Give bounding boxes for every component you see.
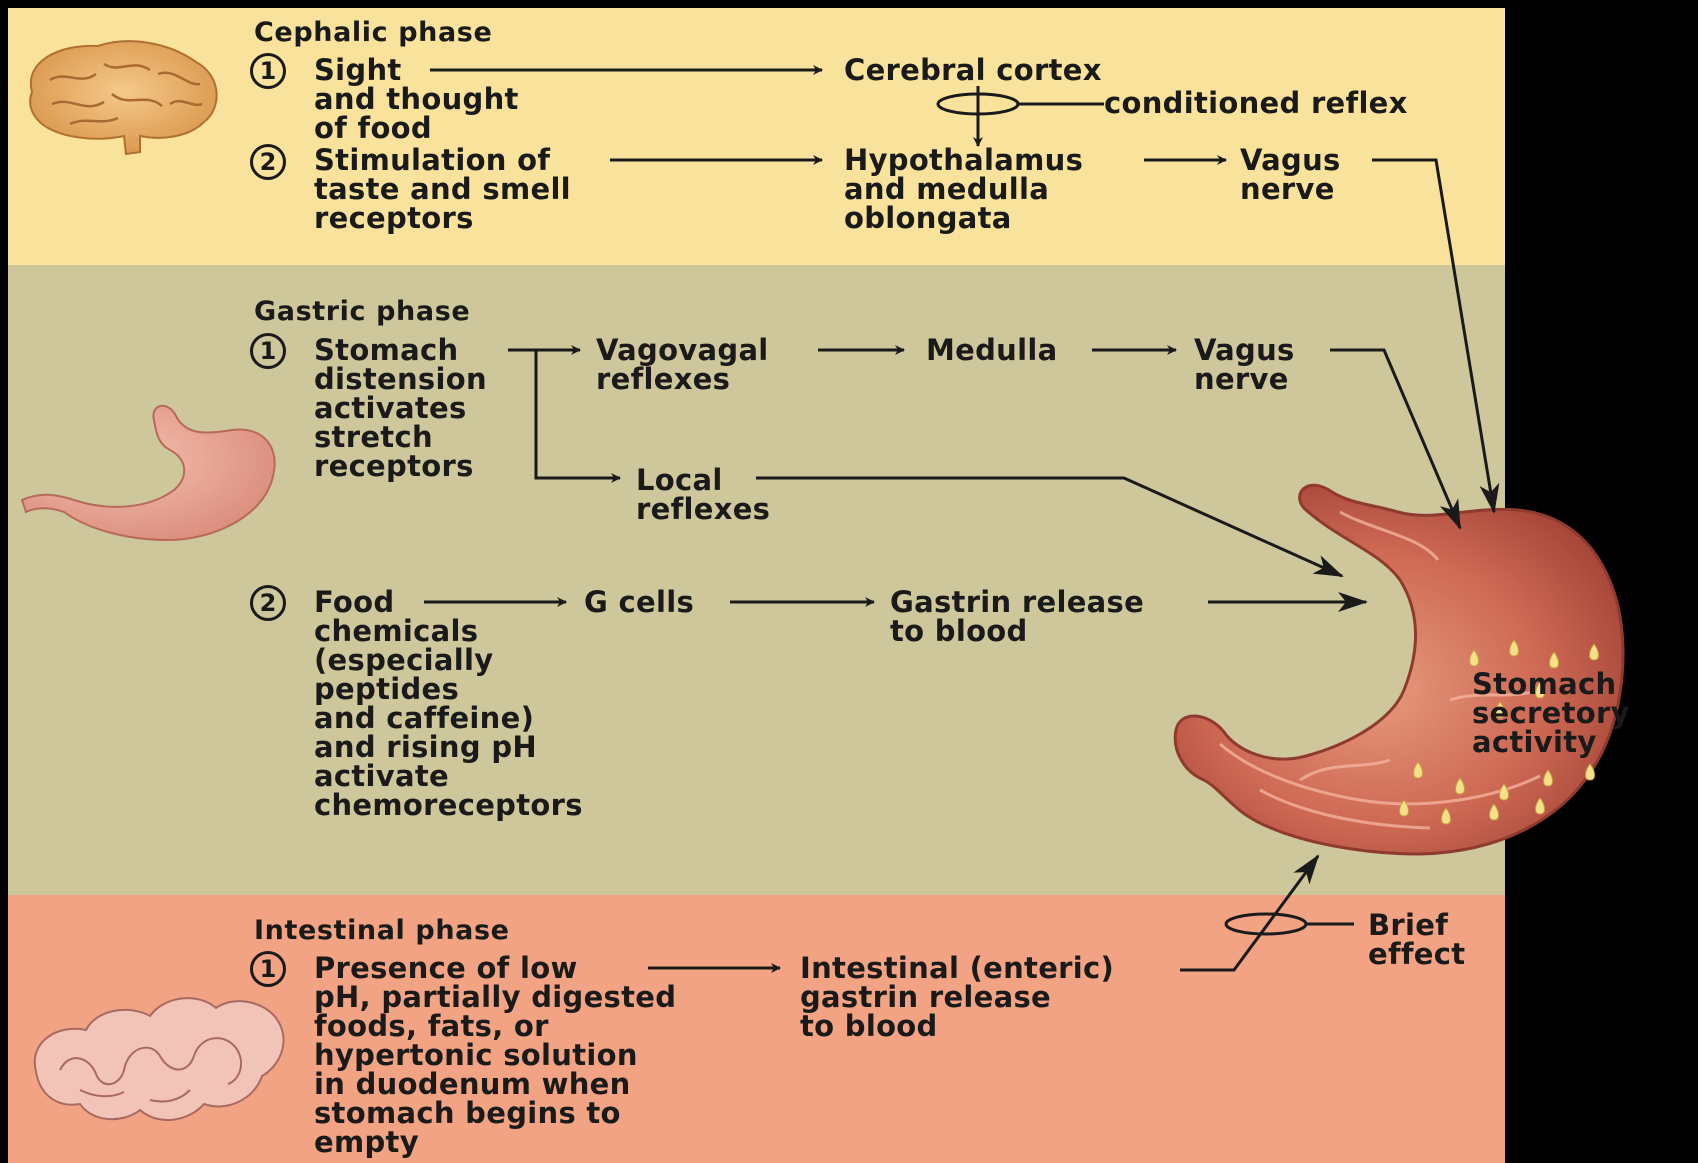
local-line-1: Local — [636, 466, 723, 495]
arrow-vagus-to-stomach — [1372, 160, 1494, 512]
gastric-vagus-line-1: Vagus — [1194, 336, 1295, 365]
taste-line-2: taste and smell — [314, 175, 571, 204]
presence-line-6: stomach begins to — [314, 1099, 621, 1128]
sight-line-1: Sight — [314, 56, 402, 85]
enteric-line-3: to blood — [800, 1012, 938, 1041]
food-line-3: (especially — [314, 646, 493, 675]
food-line-7: activate — [314, 762, 449, 791]
distension-line-5: receptors — [314, 452, 474, 481]
presence-line-7: empty — [314, 1128, 419, 1157]
step-number-cephalic-2: 2 — [250, 144, 286, 180]
step-number-gastric-2: 2 — [250, 585, 286, 621]
food-line-1: Food — [314, 588, 394, 617]
hypothalamus-line-3: oblongata — [844, 204, 1012, 233]
vagovagal-line-2: reflexes — [596, 365, 730, 394]
distension-line-1: Stomach — [314, 336, 458, 365]
gastric-vagus-line-2: nerve — [1194, 365, 1289, 394]
distension-line-2: distension — [314, 365, 487, 394]
presence-line-5: in duodenum when — [314, 1070, 631, 1099]
cephalic-arrows — [430, 70, 1494, 512]
cephalic-vagus-line-1: Vagus — [1240, 146, 1341, 175]
brief-effect-line-2: effect — [1368, 940, 1465, 969]
food-line-2: chemicals — [314, 617, 478, 646]
enteric-line-1: Intestinal (enteric) — [800, 954, 1114, 983]
medulla-label: Medulla — [926, 336, 1057, 365]
conditioned-reflex-label: conditioned reflex — [1104, 89, 1408, 118]
arrow-enteric-to-stomach — [1180, 856, 1318, 970]
presence-line-1: Presence of low — [314, 954, 578, 983]
hypothalamus-line-2: and medulla — [844, 175, 1049, 204]
gastrin-line-1: Gastrin release — [890, 588, 1144, 617]
local-line-2: reflexes — [636, 495, 770, 524]
cephalic-vagus-line-2: nerve — [1240, 175, 1335, 204]
enteric-line-2: gastrin release — [800, 983, 1051, 1012]
taste-line-1: Stimulation of — [314, 146, 550, 175]
intestine-illustration — [35, 998, 284, 1120]
distension-line-3: activates — [314, 394, 467, 423]
presence-line-3: foods, fats, or — [314, 1012, 549, 1041]
vagovagal-line-1: Vagovagal — [596, 336, 769, 365]
arrow-local-to-stomach — [756, 478, 1342, 576]
food-line-5: and caffeine) — [314, 704, 534, 733]
step-number-intestinal-1: 1 — [250, 951, 286, 987]
distension-line-4: stretch — [314, 423, 433, 452]
sight-line-3: of food — [314, 114, 432, 143]
hypothalamus-line-1: Hypothalamus — [844, 146, 1083, 175]
brief-effect-line-1: Brief — [1368, 911, 1448, 940]
presence-line-4: hypertonic solution — [314, 1041, 638, 1070]
stomach-activity-line-1: Stomach — [1472, 670, 1616, 699]
stomach-activity-line-3: activity — [1472, 728, 1597, 757]
stomach-activity-line-2: secretory — [1472, 699, 1630, 728]
g-cells-label: G cells — [584, 588, 694, 617]
taste-line-3: receptors — [314, 204, 474, 233]
brief-effect-symbol — [1226, 914, 1306, 934]
small-stomach-illustration — [22, 406, 275, 540]
presence-line-2: pH, partially digested — [314, 983, 676, 1012]
food-line-4: peptides — [314, 675, 459, 704]
gastrin-line-2: to blood — [890, 617, 1028, 646]
step-number-cephalic-1: 1 — [250, 53, 286, 89]
cephalic-phase-title: Cephalic phase — [254, 18, 492, 47]
intestinal-phase-title: Intestinal phase — [254, 916, 510, 945]
sight-line-2: and thought — [314, 85, 519, 114]
gastric-phase-title: Gastric phase — [254, 297, 470, 326]
food-line-8: chemoreceptors — [314, 791, 583, 820]
food-line-6: and rising pH — [314, 733, 537, 762]
brain-illustration — [30, 41, 217, 154]
gastric-arrows — [424, 350, 1460, 602]
step-number-gastric-1: 1 — [250, 333, 286, 369]
cerebral-cortex-label: Cerebral cortex — [844, 56, 1102, 85]
